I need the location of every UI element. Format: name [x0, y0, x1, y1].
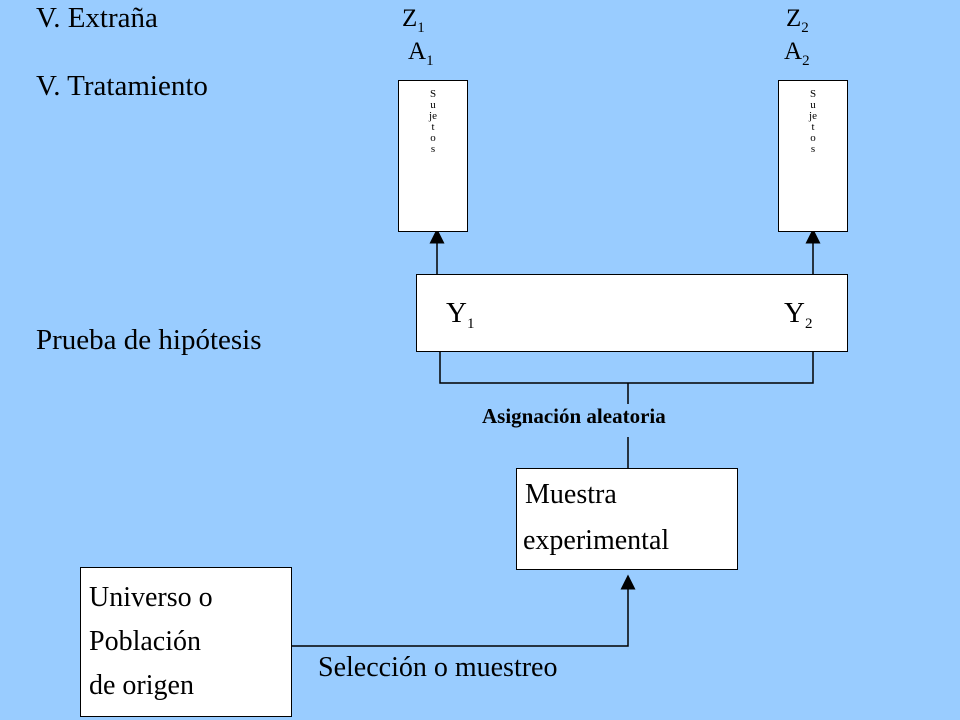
a1-label: A1	[408, 38, 434, 69]
universo-line1: Universo o	[89, 582, 213, 613]
muestra-line1: Muestra	[525, 479, 617, 510]
sujetos-box-1: Sujetos	[398, 80, 468, 232]
z1-label: Z1	[402, 5, 425, 36]
sujetos-text-1: Sujetos	[429, 88, 437, 155]
v-extrana-label: V. Extraña	[36, 2, 158, 34]
y2-mean: Y2	[784, 297, 813, 332]
universo-box: Universo o Población de origen	[80, 567, 292, 717]
sujetos-text-2: Sujetos	[809, 88, 817, 155]
selection-line	[292, 574, 636, 647]
seleccion-label: Selección o muestreo	[318, 652, 558, 683]
a2-label: A2	[784, 38, 810, 69]
universo-line2: Población	[89, 626, 201, 657]
asignacion-label: Asignación aleatoria	[482, 404, 666, 428]
z2-label: Z2	[786, 5, 809, 36]
y1-mean: Y1	[446, 297, 475, 332]
prueba-label: Prueba de hipótesis	[36, 324, 262, 356]
muestra-box: Muestra experimental	[516, 468, 738, 570]
assignment-bracket	[439, 352, 814, 384]
v-tratamiento-label: V. Tratamiento	[36, 70, 208, 102]
sujetos-box-2: Sujetos	[778, 80, 848, 232]
muestra-line2: experimental	[523, 525, 670, 556]
y-means-box	[416, 274, 848, 352]
universo-line3: de origen	[89, 670, 194, 701]
